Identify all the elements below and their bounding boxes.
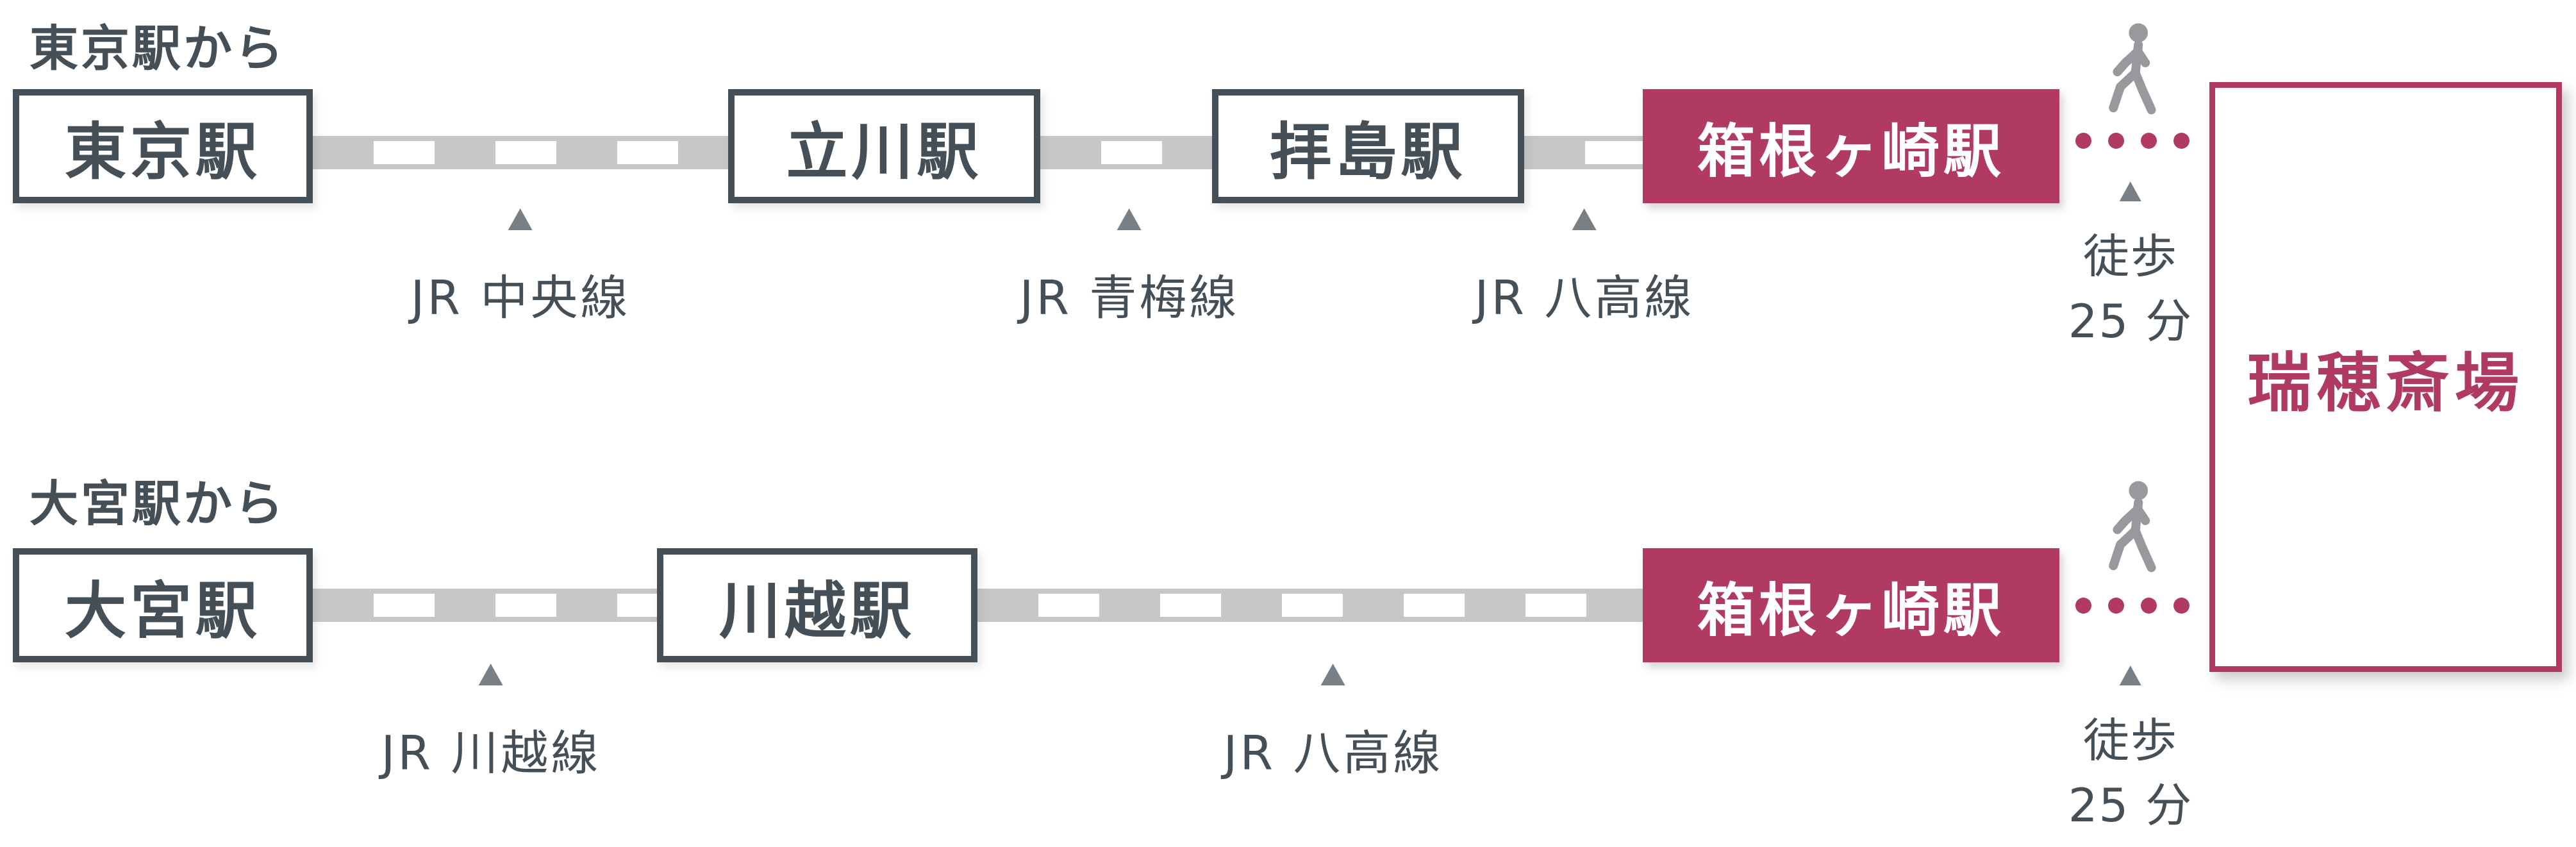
station-box-hakonegasaki-bottom: 箱根ヶ崎駅 [1643, 548, 2059, 662]
station-box-hakonegasaki-top: 箱根ヶ崎駅 [1643, 89, 2059, 203]
station-label-tachikawa: 立川駅 [786, 115, 983, 188]
arrow-up-icon [2119, 181, 2141, 201]
station-box-haijima: 拝島駅 [1212, 89, 1524, 203]
walk-time: 25 分 [2068, 294, 2193, 348]
walk-label: 徒歩 [2082, 230, 2179, 283]
dot-icon [2108, 598, 2124, 614]
dot-icon [2141, 598, 2157, 614]
dot-icon [2173, 133, 2190, 149]
dot-icon [2141, 133, 2157, 149]
station-label-omiya: 大宮駅 [65, 574, 261, 647]
route-heading-omiya: 大宮駅から [29, 475, 286, 532]
track-jr-hachiko-line-top [1524, 136, 1643, 169]
route-heading-tokyo: 東京駅から [29, 20, 286, 77]
line-name: JR 青梅線 [1019, 271, 1240, 326]
station-box-tokyo: 東京駅 [13, 89, 313, 203]
line-label-jr-ome: JR 青梅線 [1020, 208, 1240, 328]
walk-time: 25 分 [2068, 778, 2193, 832]
station-label-kawagoe: 川越駅 [719, 574, 915, 647]
walk-dots-path [2075, 133, 2190, 149]
track-jr-hachiko-line-bottom [977, 589, 1643, 622]
station-box-omiya: 大宮駅 [13, 548, 313, 662]
line-label-jr-hachiko-top: JR 八高線 [1475, 208, 1695, 328]
track-jr-kawagoe-line [313, 589, 657, 622]
arrow-up-icon [478, 664, 503, 685]
line-label-jr-kawagoe: JR 川越線 [381, 664, 601, 784]
station-label-hakonegasaki-top: 箱根ヶ崎駅 [1697, 118, 2005, 185]
walking-person-icon [2109, 481, 2156, 573]
walk-label: 徒歩 [2082, 714, 2179, 767]
line-name: JR 八高線 [1474, 271, 1695, 326]
line-name: JR 川越線 [381, 726, 601, 781]
line-label-jr-chuo: JR 中央線 [411, 208, 631, 328]
walk-info-bottom: 徒歩 25 分 [2068, 666, 2193, 838]
walking-person-icon [2109, 23, 2156, 115]
arrow-up-icon [1572, 208, 1597, 230]
track-jr-chuo-line [313, 136, 728, 169]
dot-icon [2075, 133, 2091, 149]
station-label-tokyo: 東京駅 [65, 115, 261, 188]
station-label-hakonegasaki-bottom: 箱根ヶ崎駅 [1697, 577, 2005, 644]
line-label-jr-hachiko-bottom: JR 八高線 [1224, 664, 1443, 784]
arrow-up-icon [2119, 666, 2141, 685]
walk-dots-path [2075, 598, 2190, 614]
destination-box: 瑞穂斎場 [2209, 82, 2562, 672]
station-box-kawagoe: 川越駅 [657, 548, 977, 662]
arrow-up-icon [1117, 208, 1142, 230]
line-name: JR 八高線 [1223, 726, 1443, 781]
dot-icon [2173, 598, 2190, 614]
destination-label: 瑞穂斎場 [2247, 345, 2524, 421]
station-box-tachikawa: 立川駅 [728, 89, 1040, 203]
arrow-up-icon [508, 208, 533, 230]
walk-info-top: 徒歩 25 分 [2068, 181, 2193, 354]
station-label-haijima: 拝島駅 [1270, 115, 1467, 188]
arrow-up-icon [1320, 664, 1345, 685]
dot-icon [2108, 133, 2124, 149]
dot-icon [2075, 598, 2091, 614]
track-jr-ome-line [1040, 136, 1212, 169]
line-name: JR 中央線 [410, 271, 631, 326]
